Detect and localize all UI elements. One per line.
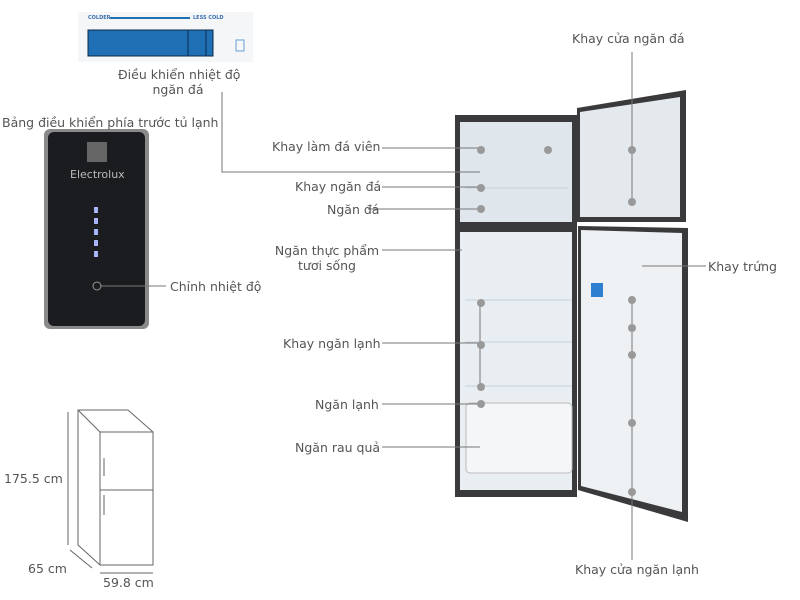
egg-tray-label: Khay trứng xyxy=(708,259,777,274)
height-dimension: 175.5 cm xyxy=(4,471,63,486)
front-panel-label: Bảng điều khiển phía trước tủ lạnh xyxy=(2,115,219,130)
ice-tray-label: Khay làm đá viên xyxy=(272,139,381,154)
leader-lines xyxy=(100,52,706,560)
freezer-dial-image xyxy=(78,12,253,62)
dial-less-cold-label: LESS COLD xyxy=(193,15,224,21)
refrigerator-image xyxy=(455,90,688,522)
freezer-shelf-label: Khay ngăn đá xyxy=(295,179,382,194)
crisper-label: Ngăn rau quả xyxy=(295,440,381,455)
front-control-panel xyxy=(44,129,149,329)
marker-dots xyxy=(477,146,636,496)
brand-logo-text: Electrolux xyxy=(70,168,125,181)
width-dimension: 59.8 cm xyxy=(103,575,154,590)
adjust-temp-label: Chỉnh nhiệt độ xyxy=(170,279,262,294)
fridge-label: Ngăn lạnh xyxy=(315,397,379,412)
fridge-door-tray-label: Khay cửa ngăn lạnh xyxy=(575,562,699,577)
depth-dimension: 65 cm xyxy=(28,561,67,576)
freezer-door-tray-label: Khay cửa ngăn đá xyxy=(572,31,685,46)
freezer-label: Ngăn đá xyxy=(327,202,380,217)
dial-colder-label: COLDER xyxy=(88,15,111,21)
fridge-shelf-label: Khay ngăn lạnh xyxy=(283,336,381,351)
dimension-drawing xyxy=(67,409,154,574)
